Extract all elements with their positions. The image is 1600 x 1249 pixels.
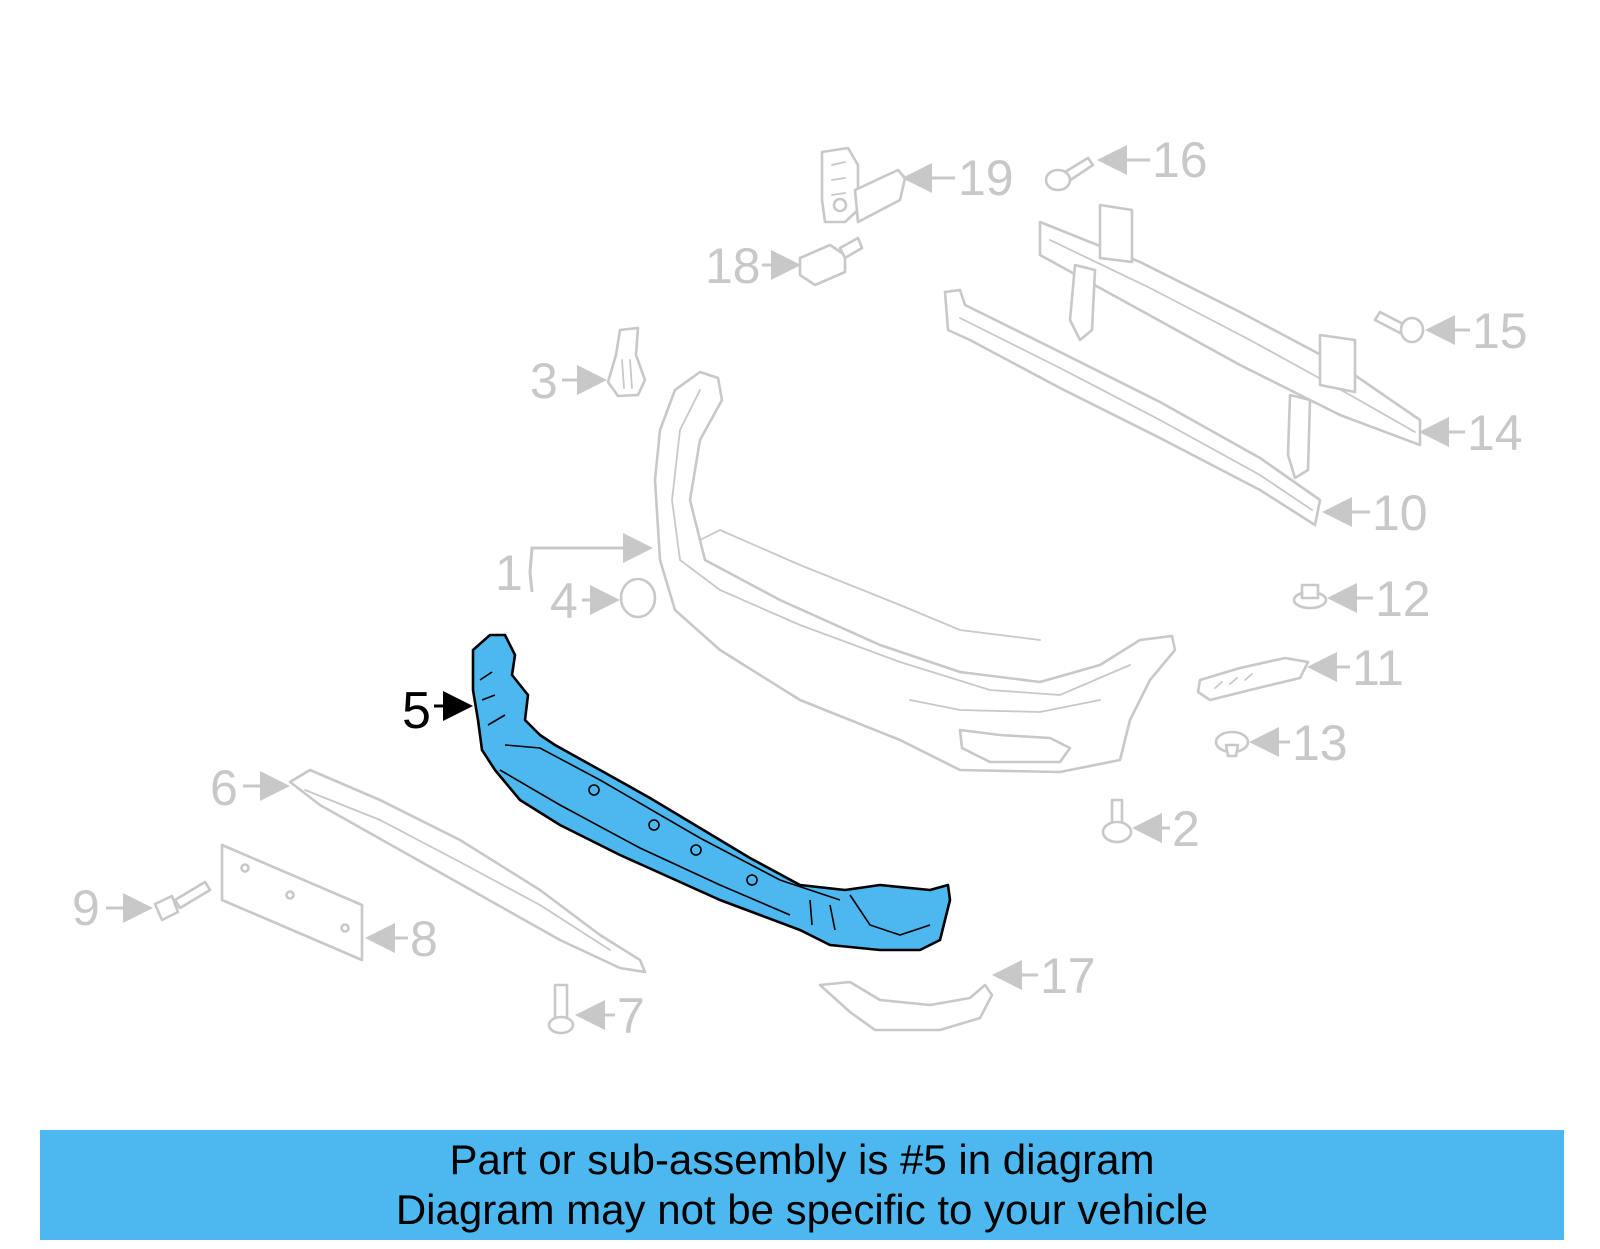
callout-3: 3 — [530, 353, 607, 409]
part-10-absorber — [943, 288, 1322, 527]
callout-7: 7 — [575, 988, 645, 1044]
banner-line-disclaimer: Diagram may not be specific to your vehi… — [395, 1186, 1209, 1233]
svg-text:19: 19 — [958, 150, 1014, 206]
part-11-bracket — [1196, 656, 1310, 702]
part-4-grommet — [619, 577, 657, 619]
info-banner: Part or sub-assembly is #5 in diagram Di… — [40, 1130, 1564, 1240]
part-18-clip — [798, 236, 864, 287]
callout-14: 14 — [1419, 405, 1523, 461]
part-3-retainer — [606, 326, 647, 398]
part-8-plate-bracket — [220, 843, 364, 962]
callout-16: 16 — [1097, 132, 1208, 188]
part-17-trim — [818, 980, 994, 1032]
svg-text:13: 13 — [1292, 715, 1348, 771]
svg-text:15: 15 — [1472, 303, 1528, 359]
svg-text:18: 18 — [705, 238, 761, 294]
callout-2: 2 — [1132, 801, 1200, 857]
callout-4: 4 — [550, 573, 620, 629]
callout-19: 19 — [902, 150, 1014, 206]
part-2-bolt — [1101, 798, 1133, 844]
callout-9: 9 — [72, 880, 153, 936]
svg-text:9: 9 — [72, 880, 100, 936]
part-19-bracket — [820, 146, 907, 224]
part-1-bumper-cover — [653, 370, 1177, 774]
callout-11: 11 — [1307, 640, 1404, 696]
part-7-bolt — [547, 983, 575, 1035]
svg-text:10: 10 — [1372, 485, 1428, 541]
callout-17: 17 — [992, 948, 1096, 1004]
callout-12: 12 — [1327, 571, 1431, 627]
part-9-bolt — [153, 880, 212, 922]
part-16-bolt — [1044, 156, 1095, 192]
part-5-absorber-highlighted — [471, 633, 952, 952]
callout-1: 1 — [495, 533, 653, 601]
svg-text:6: 6 — [210, 760, 238, 816]
banner-line-part-number: Part or sub-assembly is #5 in diagram — [449, 1136, 1155, 1183]
svg-text:16: 16 — [1152, 132, 1208, 188]
svg-text:4: 4 — [550, 573, 578, 629]
svg-text:5: 5 — [402, 682, 431, 740]
svg-text:8: 8 — [410, 911, 438, 967]
callout-5-highlighted: 5 — [402, 682, 473, 740]
part-12-clip — [1292, 583, 1328, 610]
svg-text:11: 11 — [1352, 640, 1404, 696]
part-13-clip — [1214, 730, 1250, 758]
callout-18: 18 — [705, 238, 801, 294]
part-14-reinforcement — [1038, 203, 1422, 480]
svg-text:1: 1 — [495, 545, 523, 601]
callout-13: 13 — [1249, 715, 1348, 771]
svg-text:2: 2 — [1172, 801, 1200, 857]
parts-diagram: 19 16 18 15 3 14 10 1 4 12 11 — [72, 132, 1528, 1044]
callout-10: 10 — [1322, 485, 1428, 541]
svg-text:14: 14 — [1467, 405, 1523, 461]
svg-text:7: 7 — [617, 988, 645, 1044]
callout-6: 6 — [210, 760, 290, 816]
svg-text:17: 17 — [1040, 948, 1096, 1004]
callout-15: 15 — [1425, 303, 1528, 359]
callout-8: 8 — [365, 911, 438, 967]
part-15-bolt — [1373, 310, 1425, 344]
svg-text:3: 3 — [530, 353, 558, 409]
svg-text:12: 12 — [1375, 571, 1431, 627]
part-6-trim — [288, 768, 647, 974]
